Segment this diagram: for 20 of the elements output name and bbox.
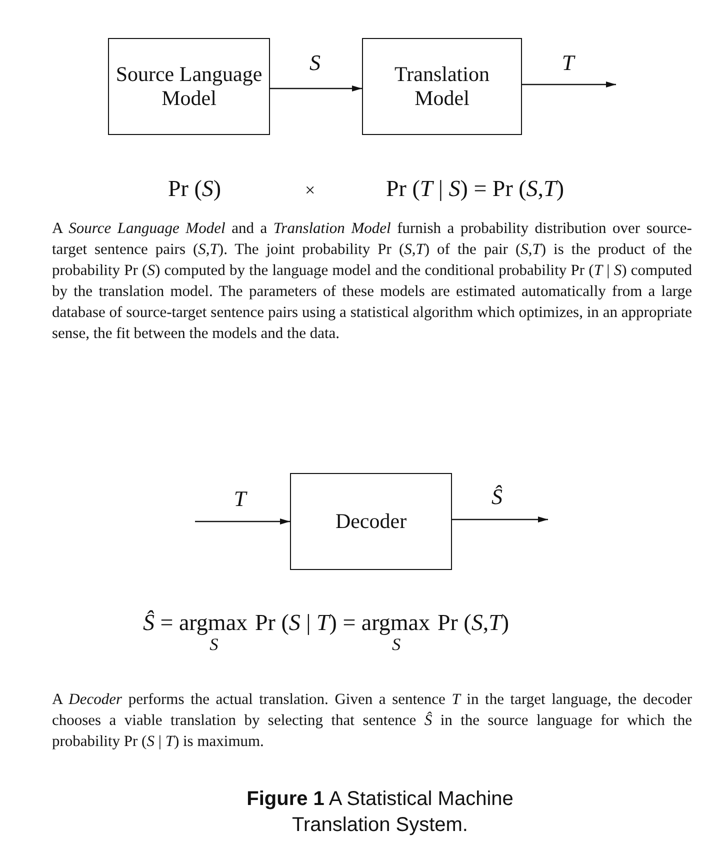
- process-box: [362, 38, 522, 135]
- figure-caption: Figure 1 A Statistical Machine Translation System.: [246, 787, 514, 838]
- arrow: [522, 82, 616, 88]
- process-box: [290, 473, 452, 570]
- node-label: Source Language Model: [114, 63, 264, 110]
- process-box: [108, 38, 270, 135]
- edge-label: S: [310, 50, 320, 76]
- description-paragraph: A Decoder performs the actual translation. Given a sentence T in the target language, the decoder chooses a viable translation by selecting that sentence Ŝ in the source language for which the probability Pr (S | T) is maximum.: [52, 690, 692, 752]
- arrow: [195, 518, 290, 524]
- edge-label: Ŝ: [492, 484, 502, 510]
- arrow: [452, 516, 548, 522]
- arrow: [270, 86, 362, 92]
- description-paragraph: A Source Language Model and a Translation Model furnish a probability distribution over source-target sentence pairs (S,T). The joint probability Pr (S,T) of the pair (S,T) is the product of the probability Pr (S) computed by the language model and the conditional probability Pr (T | S) computed by the translation model. The parameters of these models are estimated automatically from a large database of source-target sentence pairs using a statistical algorithm which optimizes, in an appropriate sense, the fit between the models and the data.: [52, 219, 692, 344]
- node-label: Decoder: [335, 510, 407, 534]
- formula: ×: [305, 180, 316, 201]
- node-label: Translation Model: [394, 63, 490, 110]
- formula: Pr (S): [168, 176, 222, 202]
- formula: Pr (T | S) = Pr (S,T): [386, 176, 564, 202]
- edge-label: T: [234, 486, 246, 512]
- edge-label: T: [562, 50, 574, 76]
